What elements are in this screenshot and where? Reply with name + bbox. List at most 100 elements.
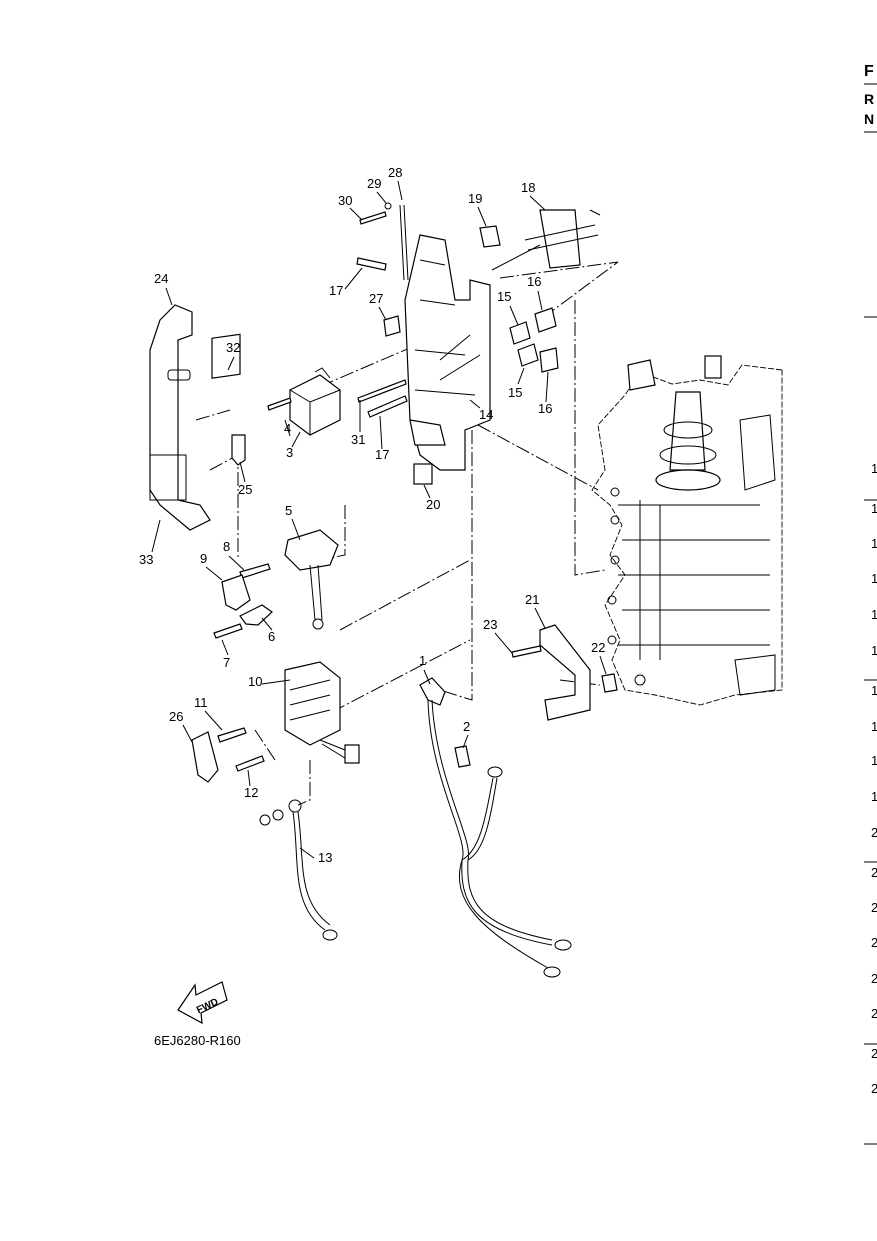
callout-27: 27 <box>369 291 383 306</box>
part-rectifier <box>284 661 360 764</box>
callout-30: 30 <box>338 193 352 208</box>
part-bolt-2 <box>454 745 471 768</box>
edge-header-f: F <box>864 63 874 80</box>
callout-8: 8 <box>223 539 230 554</box>
callout-23: 23 <box>483 617 497 632</box>
edge-header-n: N <box>864 111 874 127</box>
edge-num: 1 <box>871 683 877 698</box>
callout-29: 29 <box>367 176 381 191</box>
callout-6: 6 <box>268 629 275 644</box>
part-terminal-block <box>524 209 601 269</box>
part-bolt-31 <box>357 379 407 403</box>
edge-num: 1 <box>871 461 877 476</box>
part-collar-16b <box>539 347 559 373</box>
callout-21: 21 <box>525 592 539 607</box>
leader-lines <box>195 261 619 806</box>
callout-3: 3 <box>286 445 293 460</box>
edge-num: 2 <box>871 1006 877 1021</box>
engine-block <box>591 355 783 706</box>
edge-header-r: R <box>864 91 874 107</box>
callout-16a: 16 <box>527 274 541 289</box>
part-bracket-21 <box>539 624 591 721</box>
edge-num: 2 <box>871 900 877 915</box>
callout-17a: 17 <box>329 283 343 298</box>
edge-num: 1 <box>871 789 877 804</box>
callout-1: 1 <box>419 653 426 668</box>
part-bolt-4 <box>267 397 292 411</box>
edge-num: 2 <box>871 971 877 986</box>
callout-25: 25 <box>238 482 252 497</box>
part-20 <box>413 463 433 485</box>
edge-num: 2 <box>871 1081 877 1096</box>
callout-18: 18 <box>521 180 535 195</box>
part-collar-27 <box>383 315 401 337</box>
part-cdi-unit <box>289 367 341 436</box>
right-edge-cutoff: F R N 1 1 1 1 1 1 1 1 1 1 2 2 2 2 2 2 2 … <box>864 63 877 1145</box>
callout-19: 19 <box>468 191 482 206</box>
callout-20: 20 <box>426 497 440 512</box>
part-bolt-8 <box>239 563 271 579</box>
washer-a <box>259 814 271 826</box>
callout-11: 11 <box>194 695 208 710</box>
callout-33: 33 <box>139 552 153 567</box>
callout-12: 12 <box>244 785 258 800</box>
edge-num: 1 <box>871 536 877 551</box>
edge-num: 1 <box>871 571 877 586</box>
callout-2: 2 <box>463 719 470 734</box>
callout-24: 24 <box>154 271 168 286</box>
callout-22: 22 <box>591 640 605 655</box>
part-grommet-15b <box>517 343 539 367</box>
part-bolt-23 <box>511 645 542 658</box>
callout-leaders <box>151 180 607 859</box>
part-band-28 <box>399 204 409 281</box>
edge-num: 1 <box>871 607 877 622</box>
callout-9: 9 <box>200 551 207 566</box>
edge-num: 1 <box>871 753 877 768</box>
callout-31: 31 <box>351 432 365 447</box>
callout-5: 5 <box>285 503 292 518</box>
part-screw-30 <box>359 211 387 225</box>
part-ignition-coil <box>284 529 339 630</box>
edge-num: 2 <box>871 935 877 950</box>
part-ground-lead <box>288 799 338 941</box>
part-collar-16a <box>534 307 557 333</box>
callout-28: 28 <box>388 165 402 180</box>
edge-num: 2 <box>871 865 877 880</box>
callout-14: 14 <box>479 407 493 422</box>
part-bolt-17b <box>367 395 408 418</box>
callouts: 1 2 3 4 5 6 7 8 9 10 11 12 13 14 15 15 1… <box>139 165 605 865</box>
part-bolt-22 <box>601 673 618 693</box>
part-29 <box>384 202 392 210</box>
part-cover <box>149 304 211 531</box>
part-19 <box>479 225 501 248</box>
edge-num: 1 <box>871 719 877 734</box>
reference-code: 6EJ6280-R160 <box>154 1033 241 1048</box>
part-battery-lead <box>419 677 572 978</box>
edge-num: 1 <box>871 643 877 658</box>
edge-num: 1 <box>871 501 877 516</box>
part-bolt-7 <box>213 623 243 639</box>
edge-num: 2 <box>871 825 877 840</box>
part-bolt-11 <box>217 727 247 743</box>
callout-15a: 15 <box>497 289 511 304</box>
edge-num: 2 <box>871 1046 877 1061</box>
callout-7: 7 <box>223 655 230 670</box>
fwd-arrow: FWD <box>177 981 228 1025</box>
washer-b <box>272 809 284 821</box>
part-clip-25 <box>231 434 246 466</box>
callout-15b: 15 <box>508 385 522 400</box>
part-bracket-6 <box>239 604 273 626</box>
part-label-32 <box>211 333 241 379</box>
callout-17b: 17 <box>375 447 389 462</box>
part-main-bracket <box>404 234 491 471</box>
callout-13: 13 <box>318 850 332 865</box>
callout-26: 26 <box>169 709 183 724</box>
part-bolt-17a <box>356 257 387 271</box>
part-cap-26 <box>191 731 219 783</box>
callout-10: 10 <box>248 674 262 689</box>
callout-16b: 16 <box>538 401 552 416</box>
callout-32: 32 <box>226 340 240 355</box>
part-bolt-12 <box>235 755 265 772</box>
part-grommet-15a <box>509 321 531 345</box>
